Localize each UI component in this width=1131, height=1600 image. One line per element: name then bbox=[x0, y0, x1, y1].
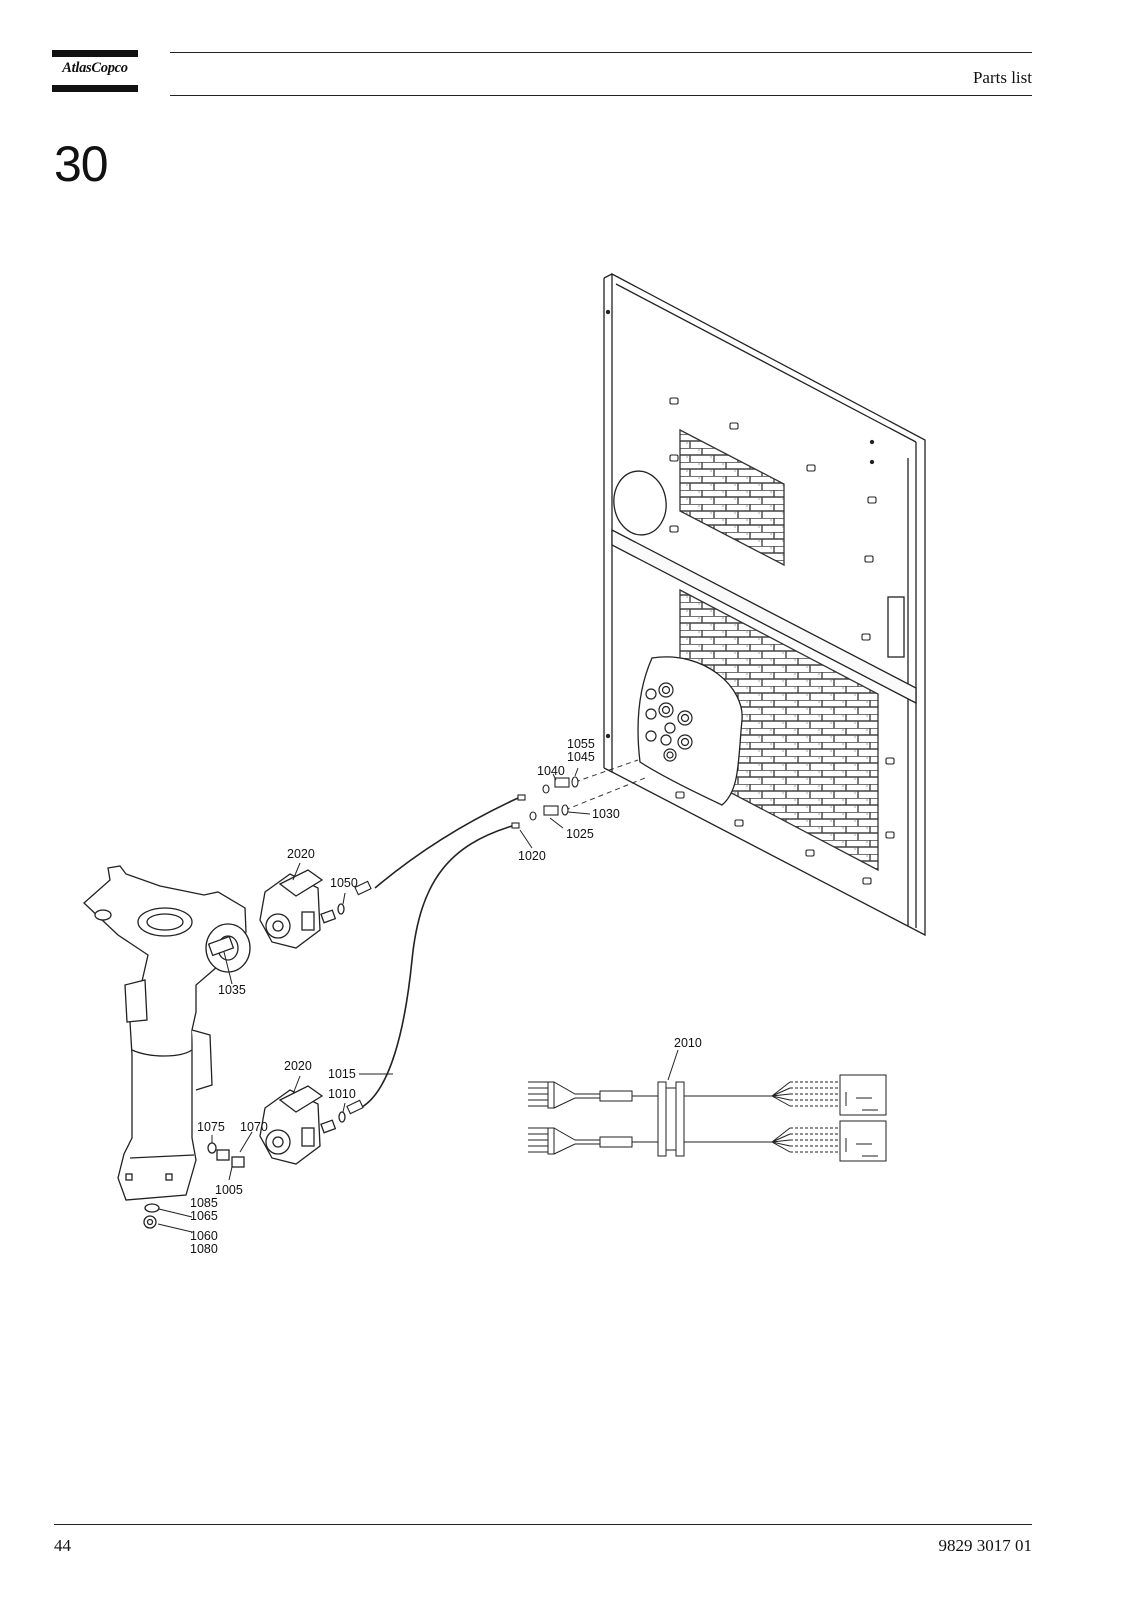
header-rule-bottom bbox=[170, 95, 1032, 96]
logo-wordmark: AtlasCopco bbox=[62, 60, 128, 76]
header-rule-top bbox=[170, 52, 1032, 53]
document-number: 9829 3017 01 bbox=[938, 1536, 1033, 1555]
callout-1035: 1035 bbox=[218, 983, 246, 997]
cable-harness-diagram bbox=[528, 1074, 887, 1162]
callout-1070: 1070 bbox=[240, 1120, 268, 1134]
callout-1065: 1065 bbox=[190, 1209, 218, 1223]
page-number: 44 bbox=[54, 1536, 71, 1555]
pump-unit-upper bbox=[259, 869, 345, 949]
callout-1030: 1030 bbox=[592, 807, 620, 821]
callout-2020-lower: 2020 bbox=[284, 1059, 312, 1073]
callout-2020-upper: 2020 bbox=[287, 847, 315, 861]
section-number: 30 bbox=[54, 136, 109, 192]
callout-1050: 1050 bbox=[330, 876, 358, 890]
callout-1040: 1040 bbox=[537, 764, 565, 778]
callout-1010: 1010 bbox=[328, 1087, 356, 1101]
callout-2010: 2010 bbox=[674, 1036, 702, 1050]
logo-bar-top bbox=[52, 50, 138, 57]
bulkhead-fittings bbox=[645, 682, 693, 762]
callout-1025: 1025 bbox=[566, 827, 594, 841]
logo-bar-bottom bbox=[52, 85, 138, 92]
callout-1075: 1075 bbox=[197, 1120, 225, 1134]
atlas-copco-logo: AtlasCopco bbox=[52, 50, 138, 92]
callout-1085: 1085 bbox=[190, 1196, 218, 1210]
callout-1055: 1055 bbox=[567, 737, 595, 751]
footer-rule bbox=[54, 1524, 1032, 1525]
harness-left-connectors bbox=[528, 1081, 555, 1155]
enclosure-panel bbox=[603, 272, 926, 937]
callout-1015: 1015 bbox=[328, 1067, 356, 1081]
leader-lines bbox=[157, 767, 679, 1233]
pump-housing bbox=[83, 865, 251, 1229]
callout-1020: 1020 bbox=[518, 849, 546, 863]
callout-1060: 1060 bbox=[190, 1229, 218, 1243]
callout-1045: 1045 bbox=[567, 750, 595, 764]
callout-1005: 1005 bbox=[215, 1183, 243, 1197]
panel-fittings bbox=[511, 776, 579, 829]
pump-unit-lower bbox=[207, 1085, 346, 1168]
panel-bolts bbox=[669, 397, 895, 885]
callout-1080: 1080 bbox=[190, 1242, 218, 1256]
header-title: Parts list bbox=[972, 68, 1032, 87]
assembly-dash-lines bbox=[564, 759, 646, 811]
hoses bbox=[361, 797, 519, 1108]
